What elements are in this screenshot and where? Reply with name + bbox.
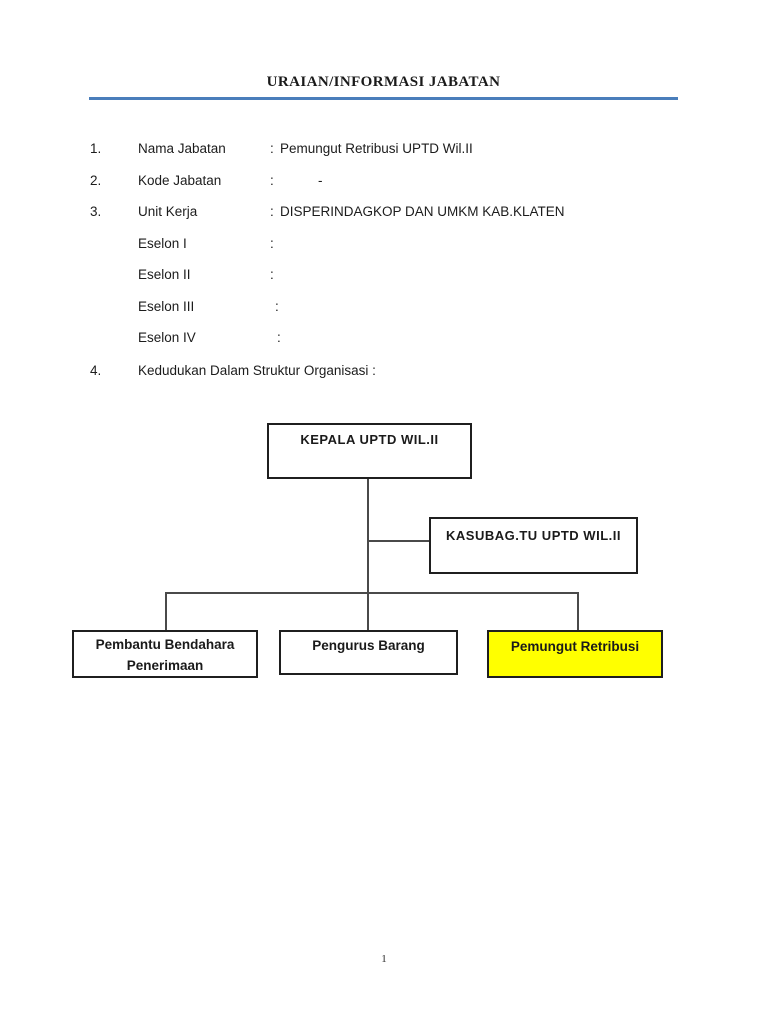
org-node-label: KEPALA UPTD WIL.II [300, 432, 439, 447]
item-label: Eselon IV [138, 330, 196, 345]
item-label: Unit Kerja [138, 204, 198, 219]
org-node-kasubag-tu: KASUBAG.TU UPTD WIL.II [429, 517, 638, 574]
item-colon: : [275, 299, 279, 314]
list-item-kode-jabatan: 2. Kode Jabatan : - [0, 173, 768, 193]
item-label: Eselon I [138, 236, 187, 251]
title-block: URAIAN/INFORMASI JABATAN [89, 74, 678, 100]
page-title: URAIAN/INFORMASI JABATAN [266, 74, 501, 90]
list-item-eselon-4: Eselon IV : [0, 330, 768, 350]
item-number: 2. [90, 173, 102, 188]
org-node-pembantu-bendahara: Pembantu Bendahara Penerimaan [72, 630, 258, 678]
org-connector-drop-right [577, 594, 579, 630]
item-number: 3. [90, 204, 102, 219]
org-connector-kasubag-branch [369, 540, 429, 542]
item-colon: : [270, 267, 274, 282]
item-colon: : [270, 236, 274, 251]
org-node-label: Pembantu Bendahara Penerimaan [95, 637, 235, 673]
list-item-eselon-1: Eselon I : [0, 236, 768, 256]
item-label: Eselon III [138, 299, 195, 314]
item-value: DISPERINDAGKOP DAN UMKM KAB.KLATEN [280, 204, 565, 219]
org-node-label: Pemungut Retribusi [510, 639, 640, 654]
item-colon: : [277, 330, 281, 345]
org-node-pengurus-barang: Pengurus Barang [279, 630, 458, 675]
item-colon: : [270, 141, 274, 156]
item-number: 4. [90, 363, 102, 378]
list-item-eselon-3: Eselon III : [0, 299, 768, 319]
item-label: Kode Jabatan [138, 173, 222, 188]
item-colon: : [270, 173, 274, 188]
org-connector-horizontal [165, 592, 579, 594]
org-node-kepala-uptd: KEPALA UPTD WIL.II [267, 423, 472, 479]
item-label: Eselon II [138, 267, 191, 282]
org-node-pemungut-retribusi: Pemungut Retribusi [487, 630, 663, 678]
org-node-label: Pengurus Barang [312, 638, 425, 653]
item-value: - [318, 173, 323, 188]
org-connector-drop-left [165, 594, 167, 630]
page-number: 1 [381, 953, 387, 965]
list-item-unit-kerja: 3. Unit Kerja : DISPERINDAGKOP DAN UMKM … [0, 204, 768, 224]
list-item-nama-jabatan: 1. Nama Jabatan : Pemungut Retribusi UPT… [0, 141, 768, 161]
item-colon: : [270, 204, 274, 219]
org-connector-trunk [367, 479, 369, 630]
item-label: Nama Jabatan [138, 141, 226, 156]
item-value: Pemungut Retribusi UPTD Wil.II [280, 141, 473, 156]
org-node-label: KASUBAG.TU UPTD WIL.II [446, 528, 621, 543]
list-item-eselon-2: Eselon II : [0, 267, 768, 287]
list-item-kedudukan: 4. Kedudukan Dalam Struktur Organisasi : [0, 363, 768, 383]
item-number: 1. [90, 141, 102, 156]
item-label: Kedudukan Dalam Struktur Organisasi : [138, 363, 376, 378]
